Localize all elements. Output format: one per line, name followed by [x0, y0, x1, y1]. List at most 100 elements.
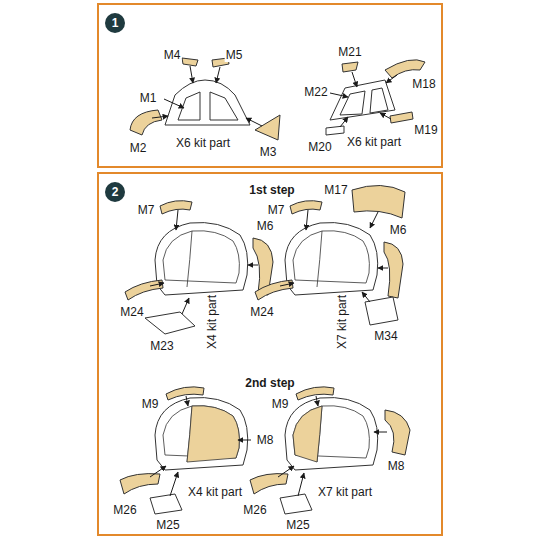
- illustration-part: [385, 410, 410, 455]
- step-heading: 1st step: [248, 183, 295, 197]
- step-number: 1: [105, 13, 125, 33]
- illustration-part: [165, 80, 250, 125]
- illustration-part: [190, 66, 193, 83]
- part-label: M1: [139, 91, 158, 105]
- illustration-part: [155, 398, 248, 471]
- illustration-part: [285, 398, 378, 471]
- part-label: M5: [225, 48, 244, 62]
- illustration-part: [386, 75, 397, 83]
- part-label: X6 kit part: [346, 135, 402, 149]
- illustration-part: [250, 387, 410, 514]
- illustration-part: [342, 62, 358, 72]
- illustration-part: [280, 283, 294, 286]
- illustration-part: [164, 99, 184, 108]
- illustration-part: [150, 210, 258, 314]
- part-label: M6: [256, 219, 275, 233]
- illustration-part: [290, 201, 322, 214]
- part-label: M18: [411, 77, 436, 91]
- part-label: M23: [149, 339, 174, 353]
- illustration-part: [296, 387, 334, 400]
- illustration-part: [178, 92, 200, 120]
- illustration-part: [374, 432, 387, 433]
- illustration-part: [330, 80, 395, 120]
- illustration-part: [340, 91, 365, 115]
- illustration-part: [152, 116, 168, 118]
- step-number: 2: [105, 182, 125, 202]
- illustration-part: [210, 92, 238, 120]
- illustration-part: [216, 67, 220, 83]
- illustration-part: [150, 466, 166, 477]
- illustration-part: [186, 396, 188, 406]
- part-label: M25: [155, 518, 180, 532]
- part-label: M8: [387, 459, 406, 473]
- illustration-part: [255, 280, 293, 300]
- part-label: X4 kit part: [187, 485, 243, 499]
- illustration-part: [166, 387, 204, 400]
- illustration-part: [340, 117, 348, 127]
- illustration-part: [187, 406, 239, 462]
- part-label: M7: [267, 203, 286, 217]
- part-label: M25: [285, 518, 310, 532]
- illustration-part: [255, 115, 280, 140]
- part-label: M7: [137, 203, 156, 217]
- illustration-part: [150, 283, 164, 286]
- illustration-part: [152, 66, 262, 126]
- illustration-part: [285, 223, 378, 296]
- part-label: M26: [242, 503, 267, 517]
- illustration-part: [280, 210, 388, 302]
- illustration-part: [160, 201, 192, 214]
- part-label: M19: [413, 123, 438, 137]
- illustration-part: [278, 466, 294, 477]
- illustration-part: [316, 396, 318, 406]
- illustration-part: [298, 473, 304, 496]
- illustration-part: [380, 113, 391, 119]
- illustration-part: [326, 126, 344, 135]
- illustration-part: [306, 210, 308, 230]
- part-label: M4: [163, 48, 182, 62]
- illustration-part: [370, 88, 388, 113]
- part-label: M24: [119, 305, 144, 319]
- illustration-part: [182, 58, 198, 66]
- illustration-part: [384, 242, 403, 298]
- illustration-part: [145, 312, 195, 334]
- illustration-part: [293, 406, 322, 462]
- illustration-part: [250, 474, 288, 494]
- part-label: M2: [129, 141, 148, 155]
- illustration-part: [182, 298, 189, 314]
- illustration-part: [170, 472, 178, 496]
- step-heading: 2nd step: [244, 376, 295, 390]
- illustration-part: [246, 118, 262, 126]
- illustration-part: [130, 58, 280, 140]
- illustration-part: [150, 396, 251, 496]
- illustration-part: [120, 474, 160, 494]
- part-label: M24: [249, 305, 274, 319]
- illustration-part: [385, 60, 425, 78]
- illustration-part: [352, 72, 357, 87]
- illustration-part: [155, 223, 248, 296]
- part-label: M9: [141, 397, 160, 411]
- illustration-part: [150, 494, 182, 514]
- illustration-part: [330, 93, 348, 97]
- part-label: M20: [307, 140, 332, 154]
- illustration-part: [362, 292, 370, 302]
- part-label: M6: [389, 223, 408, 237]
- illustration-part: [370, 212, 378, 228]
- part-label: M9: [271, 397, 290, 411]
- illustration-part: [293, 406, 322, 462]
- part-label: X7 kit part: [317, 485, 373, 499]
- part-label: M34: [373, 329, 398, 343]
- illustration-part: [255, 185, 405, 325]
- illustration-part: [326, 60, 425, 135]
- illustration-part: [280, 494, 312, 514]
- illustration-part: [352, 185, 405, 218]
- illustration-part: [238, 440, 251, 441]
- part-label: M21: [337, 45, 362, 59]
- part-label: M26: [112, 503, 137, 517]
- illustration-part: [248, 265, 258, 266]
- part-label: M8: [256, 433, 275, 447]
- illustration-part: [390, 112, 413, 123]
- illustration-part: [125, 280, 163, 300]
